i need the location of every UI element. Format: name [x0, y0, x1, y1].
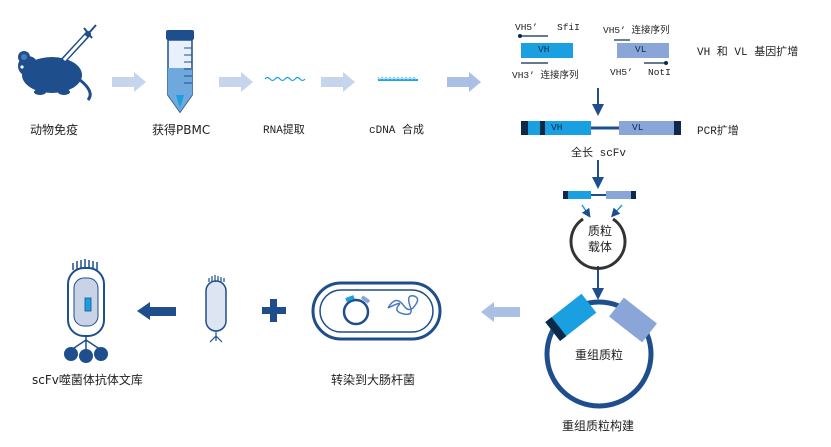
plasmid-vector-ring	[569, 217, 627, 270]
pcr-bar-vh: VH	[551, 122, 563, 133]
label-pbmc: 获得PBMC	[152, 123, 211, 137]
label-full-scfv: 全长 scFv	[571, 148, 627, 160]
rna-strand-icon	[264, 76, 306, 82]
ecoli-cell-icon	[311, 281, 442, 341]
primer-vh5-linker: VH5’ 连接序列	[603, 25, 670, 36]
label-immunization: 动物免疫	[30, 123, 79, 137]
label-amp-title: VH 和 VL 基因扩增	[697, 47, 799, 59]
label-vector-line1: 质粒	[588, 224, 613, 238]
flow-arrow-1	[112, 72, 146, 92]
primer-vh5-left: VH5’	[515, 22, 538, 33]
label-recombinant: 重组质粒	[575, 348, 624, 362]
primer-sfi: SfiI	[557, 22, 580, 33]
flow-arrow-3	[321, 72, 355, 92]
primer-vh5-not: VH5’	[610, 67, 633, 78]
centrifuge-tube-icon	[166, 30, 194, 114]
label-library: scFv噬菌体抗体文库	[32, 373, 143, 387]
plus-icon	[262, 299, 286, 322]
label-recombinant-build: 重组质粒构建	[562, 419, 635, 433]
phage-icon	[205, 275, 227, 343]
label-vh-gene: VH	[538, 44, 550, 55]
digested-fragment	[563, 191, 636, 199]
flow-arrow-4	[447, 72, 481, 92]
pcr-bar-vl: VL	[632, 122, 644, 133]
label-rna: RNA提取	[263, 125, 305, 137]
scfv-construct	[521, 121, 681, 135]
insert-arrow-left	[581, 204, 591, 218]
flow-arrow-library	[137, 302, 176, 320]
label-cdna: cDNA 合成	[369, 125, 425, 137]
vl-primer-group	[614, 39, 669, 65]
primer-vh3: VH3’ 连接序列	[512, 70, 579, 81]
syringe-icon	[55, 24, 97, 69]
label-transform: 转染到大肠杆菌	[331, 373, 416, 387]
recombinant-plasmid	[544, 293, 657, 409]
label-vector-line2: 载体	[588, 240, 613, 254]
vh-gene-bar	[521, 43, 573, 58]
phage-display-icon	[64, 259, 108, 363]
primer-noti: NotI	[648, 67, 671, 78]
label-pcr-amp: PCR扩增	[697, 126, 739, 138]
cdna-strand-icon	[377, 76, 418, 81]
insert-arrow-right	[611, 204, 623, 218]
flow-arrow-2	[219, 72, 253, 92]
vh-primer-group	[518, 34, 573, 64]
mouse-icon	[18, 51, 92, 101]
flow-arrow-transform	[481, 302, 520, 322]
label-vl-gene: VL	[635, 44, 647, 55]
vl-gene-bar	[617, 43, 669, 58]
